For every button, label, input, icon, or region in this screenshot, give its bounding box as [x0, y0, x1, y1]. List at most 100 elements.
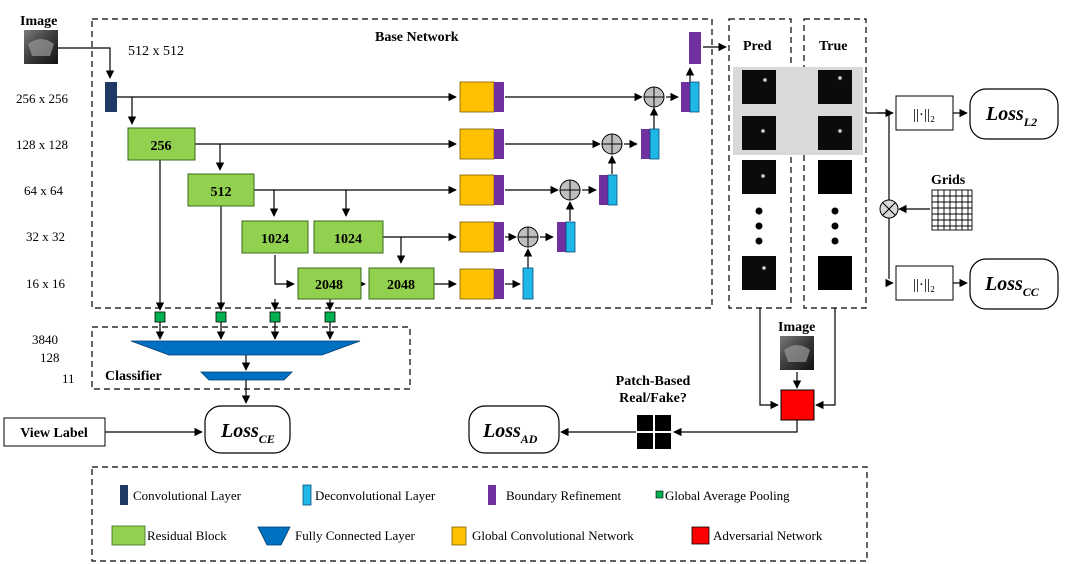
pred-image: [742, 70, 776, 104]
grids-icon: [931, 189, 973, 231]
residual-block-512: [187, 173, 255, 207]
residual-block-1024-a: [241, 220, 309, 254]
gcn-block-5: [459, 268, 495, 300]
pred-title: Pred: [743, 39, 772, 54]
adversarial-network-block: [780, 389, 815, 421]
residual-block-256: [127, 127, 196, 161]
sum-nodes: [517, 86, 665, 248]
legend-label-gap: Global Average Pooling: [665, 488, 790, 503]
loss-cc-box: [969, 258, 1059, 310]
scale-label-64: 64 x 64: [24, 183, 64, 198]
gcn-block-1: [459, 81, 495, 113]
residual-block-2048-a: [297, 267, 362, 300]
classifier-dim-3840: 3840: [32, 332, 58, 347]
pred-image: [742, 116, 776, 150]
loss-ce-base: Loss: [220, 420, 259, 442]
adversarial-network-icon: [691, 526, 710, 545]
conv-layer-icon: [120, 485, 128, 505]
global-average-pooling-icon: [655, 490, 664, 499]
deconv-layer-16: [522, 267, 534, 300]
patch-output-icon: [637, 415, 671, 449]
loss-cc: LossCC: [984, 273, 1040, 299]
view-label-text: View Label: [20, 426, 88, 441]
deconv-layer-128: [649, 128, 660, 160]
loss-ad-box: [468, 405, 560, 454]
sum-node-icon: [643, 86, 665, 108]
residual-block-1024-b: [313, 220, 384, 254]
pred-image: [742, 256, 776, 290]
fully-connected-icon: [257, 526, 291, 546]
gap-nodes: [154, 311, 336, 323]
legend-label-conv: Convolutional Layer: [133, 488, 242, 503]
cc-norm-box: [895, 265, 954, 301]
legend-label-adversarial: Adversarial Network: [713, 528, 823, 543]
patch-label-line1: Patch-Based: [616, 374, 691, 389]
boundary-refinement-d3: [641, 129, 650, 159]
deconv-layer-32: [565, 221, 576, 253]
boundary-refinement-3: [494, 175, 504, 205]
legend: Convolutional Layer Deconvolutional Laye…: [111, 484, 823, 546]
grids-label: Grids: [931, 173, 966, 188]
legend-label-residual: Residual Block: [147, 528, 227, 543]
sum-node-icon: [559, 179, 581, 201]
legend-label-deconv: Deconvolutional Layer: [315, 488, 436, 503]
loss-ad-sub: AD: [520, 432, 538, 446]
boundary-refinement-d2: [599, 175, 608, 205]
true-image: [818, 70, 852, 104]
residual-block-1024-a-label: 1024: [261, 232, 289, 247]
l2-norm-label: ||·||₂: [913, 107, 935, 123]
gap-node: [269, 311, 281, 323]
classifier-dim-11: 11: [62, 371, 75, 386]
multiply-node-icon: [879, 199, 899, 219]
residual-block-1024-b-label: 1024: [334, 232, 362, 247]
loss-cc-sub: CC: [1023, 285, 1040, 299]
scale-label-128: 128 x 128: [16, 137, 68, 152]
base-network-title: Base Network: [375, 30, 459, 45]
base-network-box: [91, 18, 713, 309]
loss-l2-box: [969, 88, 1059, 140]
deconv-layer-icon: [302, 484, 312, 506]
boundary-refinement-out: [689, 32, 701, 64]
true-image: [818, 160, 852, 194]
input-size-label: 512 x 512: [128, 44, 184, 59]
gcn-blocks: [459, 81, 504, 300]
legend-label-fc: Fully Connected Layer: [295, 528, 416, 543]
residual-blocks: 256 512 1024 1024 2048 2048: [127, 127, 435, 300]
true-image: [818, 256, 852, 290]
boundary-refinement-1: [494, 82, 504, 112]
gcn-block-3: [459, 174, 495, 206]
gap-node: [154, 311, 166, 323]
legend-box: [91, 466, 868, 562]
l2-norm-box: [895, 95, 954, 131]
patch-label-line2: Real/Fake?: [619, 391, 687, 406]
view-label-box: [3, 417, 106, 447]
true-images: [818, 70, 852, 290]
loss-l2-sub: L2: [1023, 115, 1037, 129]
residual-block-icon: [111, 525, 146, 546]
sum-node-icon: [517, 226, 539, 248]
gcn-block-2: [459, 128, 495, 160]
scale-label-256: 256 x 256: [16, 91, 69, 106]
adv-image-label: Image: [778, 320, 815, 335]
residual-block-512-label: 512: [211, 185, 232, 200]
boundary-refinement-d4: [681, 82, 690, 112]
loss-l2: LossL2: [985, 103, 1037, 129]
residual-block-2048-b-label: 2048: [387, 278, 415, 293]
pred-images: [742, 70, 776, 290]
residual-block-256-label: 256: [151, 139, 172, 154]
boundary-refinement-5: [494, 269, 504, 299]
deconv-layer-256: [689, 81, 700, 113]
loss-ad: LossAD: [482, 420, 538, 446]
loss-ce-box: [204, 405, 291, 454]
conv-layer: [105, 82, 117, 112]
decoder-layers: [522, 32, 701, 300]
sum-node-icon: [601, 133, 623, 155]
scale-label-16: 16 x 16: [26, 276, 66, 291]
fc-layer-small: [200, 371, 293, 381]
cc-norm-label: ||·||₂: [913, 277, 935, 293]
true-image: [818, 116, 852, 150]
classifier-dim-128: 128: [40, 350, 60, 365]
loss-l2-base: Loss: [985, 103, 1024, 125]
